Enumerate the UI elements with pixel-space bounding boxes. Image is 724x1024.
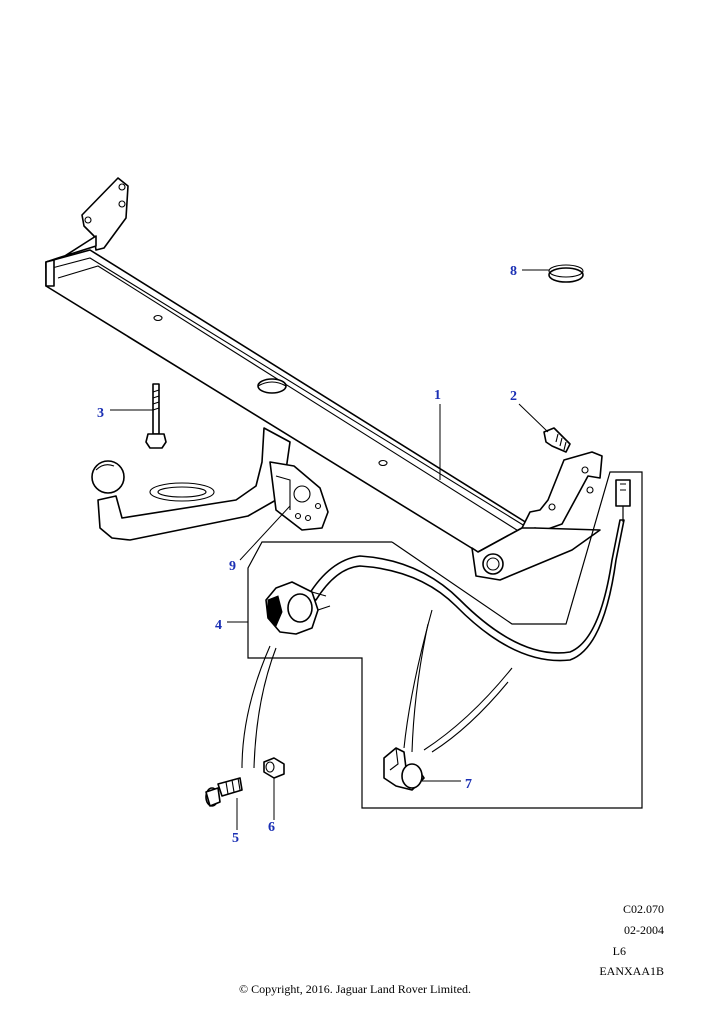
diagram-variant: L6 — [612, 944, 626, 958]
callout-4[interactable]: 4 — [215, 618, 222, 633]
callout-9[interactable]: 9 — [229, 559, 236, 574]
tow-ball-assembly — [91, 427, 291, 541]
callout-1[interactable]: 1 — [434, 388, 441, 403]
callout-7[interactable]: 7 — [465, 777, 472, 792]
bolt-long — [145, 383, 167, 449]
socket-bolt — [205, 777, 243, 807]
callout-5[interactable]: 5 — [232, 831, 239, 846]
callout-6[interactable]: 6 — [268, 820, 275, 835]
assembly-sweep-lines — [241, 609, 513, 769]
bolt-short — [543, 427, 571, 453]
leader-lines — [110, 269, 549, 830]
harness-boundary — [247, 471, 643, 809]
tow-bar-crossmember — [45, 249, 603, 581]
electrical-socket — [265, 581, 331, 635]
blanking-plug — [548, 264, 584, 283]
callout-8[interactable]: 8 — [510, 264, 517, 279]
harness-clip — [383, 747, 425, 791]
harness-cable — [307, 479, 631, 662]
callout-2[interactable]: 2 — [510, 389, 517, 404]
callout-3[interactable]: 3 — [97, 406, 104, 421]
nut — [263, 757, 285, 779]
copyright-notice: © Copyright, 2016. Jaguar Land Rover Lim… — [238, 982, 472, 996]
diagram-code: C02.070 — [622, 902, 664, 916]
socket-mounting-plate — [269, 461, 329, 531]
diagram-date: 02-2004 — [624, 923, 664, 937]
illustration-id: EANXAA1B — [599, 964, 664, 978]
